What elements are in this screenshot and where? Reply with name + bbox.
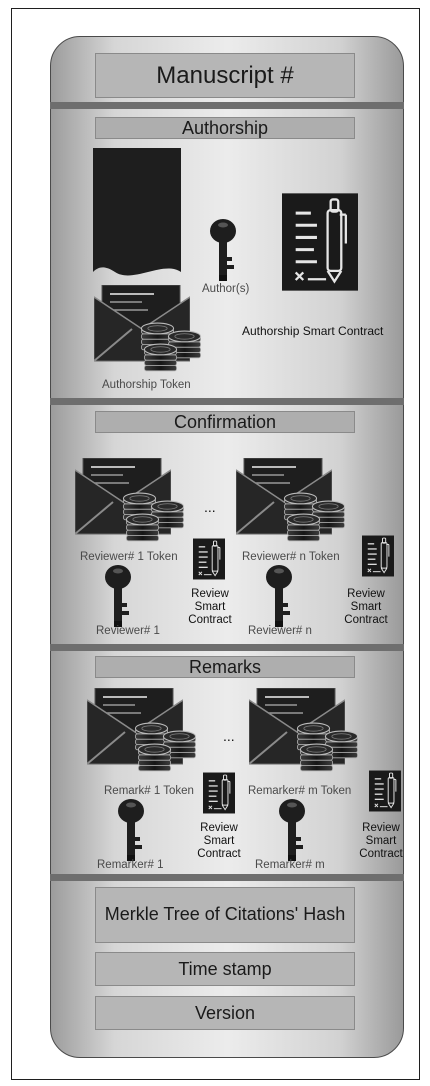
remarker-token-label: Remark# 1 Token — [104, 785, 194, 797]
remarker-key-label: Remarker# 1 — [97, 859, 164, 871]
authorship-contract-label: Authorship Smart Contract — [242, 324, 384, 338]
reviewer-key-label: Reviewer# 1 — [96, 625, 160, 637]
coin-stack-icon — [299, 743, 334, 773]
reviewer-key-label: Reviewer# n — [248, 625, 312, 637]
merkle-tree-label: Merkle Tree of Citations' Hash — [104, 904, 346, 925]
review-contract-icon — [369, 770, 401, 812]
coin-stack-icon — [125, 513, 160, 543]
authorship-header: Authorship — [95, 117, 355, 139]
version-label: Version — [194, 1002, 256, 1023]
confirmation-header: Confirmation — [95, 411, 355, 433]
merkle-tree-bar: Merkle Tree of Citations' Hash — [95, 887, 355, 943]
review-contract-icon — [362, 535, 394, 577]
review-contract-icon — [193, 538, 225, 580]
section-divider — [50, 102, 404, 109]
review-contract-label: Review Smart Contract — [197, 822, 241, 861]
author-label: Author(s) — [202, 283, 250, 295]
remarker-key-label: Remarker# m — [255, 859, 325, 871]
review-contract-label: Review Smart Contract — [344, 588, 388, 627]
authorship-header-label: Authorship — [181, 117, 269, 138]
author-key-icon — [210, 219, 236, 281]
remarks-header: Remarks — [95, 656, 355, 678]
authorship-contract-icon — [282, 193, 358, 291]
confirmation-header-label: Confirmation — [173, 411, 277, 432]
section-divider — [50, 398, 404, 405]
outer-frame — [11, 8, 420, 1080]
reviewer-key-icon — [105, 565, 131, 627]
section-divider — [50, 644, 404, 651]
coin-stack-icon — [143, 343, 178, 373]
timestamp-label: Time stamp — [178, 958, 272, 979]
reviewer-token-label: Reviewer# n Token — [242, 551, 340, 563]
ellipsis: ... — [223, 728, 235, 744]
document-icon — [93, 148, 181, 276]
review-contract-icon — [203, 772, 235, 814]
ellipsis: ... — [204, 499, 216, 515]
authorship-token-label: Authorship Token — [102, 379, 191, 391]
coin-stack-icon — [286, 513, 321, 543]
section-divider — [50, 874, 404, 881]
reviewer-key-icon — [266, 565, 292, 627]
remarker-key-icon — [279, 799, 305, 861]
remarks-header-label: Remarks — [188, 656, 261, 677]
review-contract-label: Review Smart Contract — [359, 822, 403, 861]
remarker-key-icon — [118, 799, 144, 861]
reviewer-token-label: Reviewer# 1 Token — [80, 551, 178, 563]
timestamp-bar: Time stamp — [95, 952, 355, 986]
manuscript-title-bar: Manuscript # — [95, 53, 355, 98]
review-contract-label: Review Smart Contract — [188, 588, 232, 627]
version-bar: Version — [95, 996, 355, 1030]
manuscript-title: Manuscript # — [156, 61, 294, 89]
remarker-token-label: Remarker# m Token — [248, 785, 352, 797]
coin-stack-icon — [137, 743, 172, 773]
